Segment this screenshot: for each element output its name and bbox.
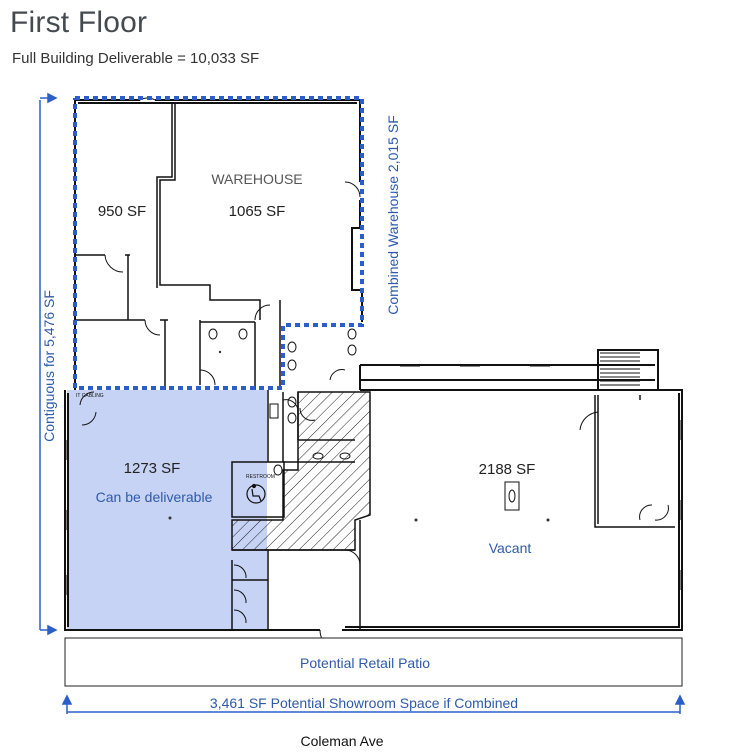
showroom-label: 3,461 SF Potential Showroom Space if Com… [210, 695, 518, 711]
warehouse-area: 1065 SF [229, 203, 286, 220]
showroom-dimension-arrow [61, 694, 686, 714]
room-2188-status: Vacant [489, 540, 532, 556]
room-950-area: 950 SF [98, 203, 146, 220]
exterior-stair [600, 352, 640, 386]
deliverable-area-highlight[interactable] [67, 390, 267, 630]
room-1273-note: Can be deliverable [96, 489, 213, 505]
retail-patio[interactable] [64, 637, 683, 687]
room-1273-area: 1273 SF [124, 460, 181, 477]
interior-walls [75, 103, 675, 630]
structural-columns [168, 350, 550, 522]
contiguous-dimension-arrow [39, 92, 58, 636]
plumbing-fixtures [208, 328, 520, 511]
contiguous-label: Contiguous for 5,476 SF [41, 290, 57, 442]
restroom-label: RESTROOM [246, 474, 275, 480]
it-cabling-label: IT CABLING [76, 393, 104, 399]
combined-warehouse-outline [73, 96, 364, 390]
combined-warehouse-label: Combined Warehouse 2,015 SF [385, 115, 401, 314]
page-title: First Floor [10, 6, 148, 39]
accessible-restroom-icon [246, 483, 266, 504]
window-marks [66, 235, 681, 595]
patio-label: Potential Retail Patio [300, 655, 430, 671]
room-2188-area: 2188 SF [479, 461, 536, 478]
street-label: Coleman Ave [300, 733, 383, 749]
warehouse-label: WAREHOUSE [211, 171, 302, 187]
page-subtitle: Full Building Deliverable = 10,033 SF [12, 50, 260, 67]
